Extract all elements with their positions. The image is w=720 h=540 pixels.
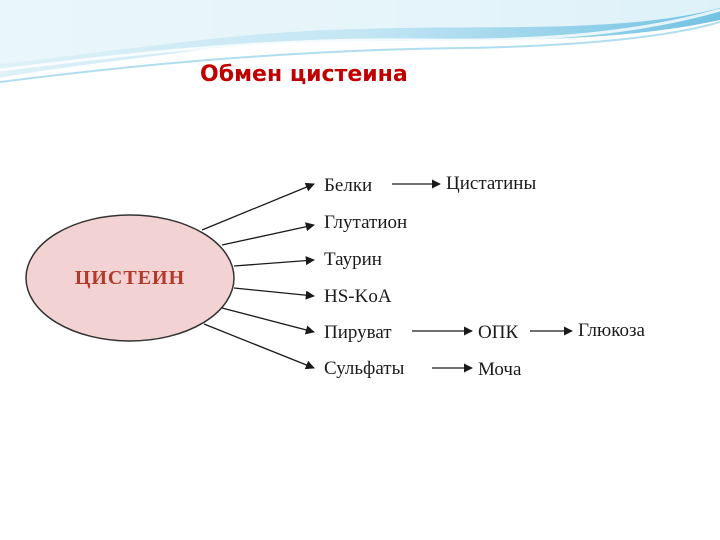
product-label: Сульфаты	[324, 358, 405, 379]
cysteine-metabolism-diagram: ЦИСТЕИН Белки Глутатион Таурин HS-KoA Пи…	[25, 173, 646, 380]
center-label: ЦИСТЕИН	[75, 267, 185, 289]
cystatins-label: Цистатины	[446, 173, 536, 194]
urine-label: Моча	[478, 359, 522, 380]
product-label: Белки	[324, 175, 372, 196]
arrow-to-pyruvate	[221, 307, 315, 335]
arrow-to-taurine	[233, 256, 315, 267]
product-label: Глутатион	[324, 212, 407, 233]
slide-title: Обмен цистеина	[200, 62, 408, 87]
arrow-to-sulfates	[203, 323, 315, 370]
glucose-label: Глюкоза	[578, 320, 646, 341]
product-label: HS-KoA	[324, 286, 392, 307]
cysteine-ellipse	[25, 214, 235, 342]
arrow-to-hskoa	[233, 287, 315, 300]
product-label: Таурин	[324, 249, 382, 270]
header-wave-banner	[0, 0, 720, 83]
arrow-to-glutathione	[221, 222, 315, 246]
opk-label: ОПК	[478, 322, 518, 343]
arrow-to-proteins	[201, 182, 315, 231]
product-label: Пируват	[324, 322, 392, 343]
